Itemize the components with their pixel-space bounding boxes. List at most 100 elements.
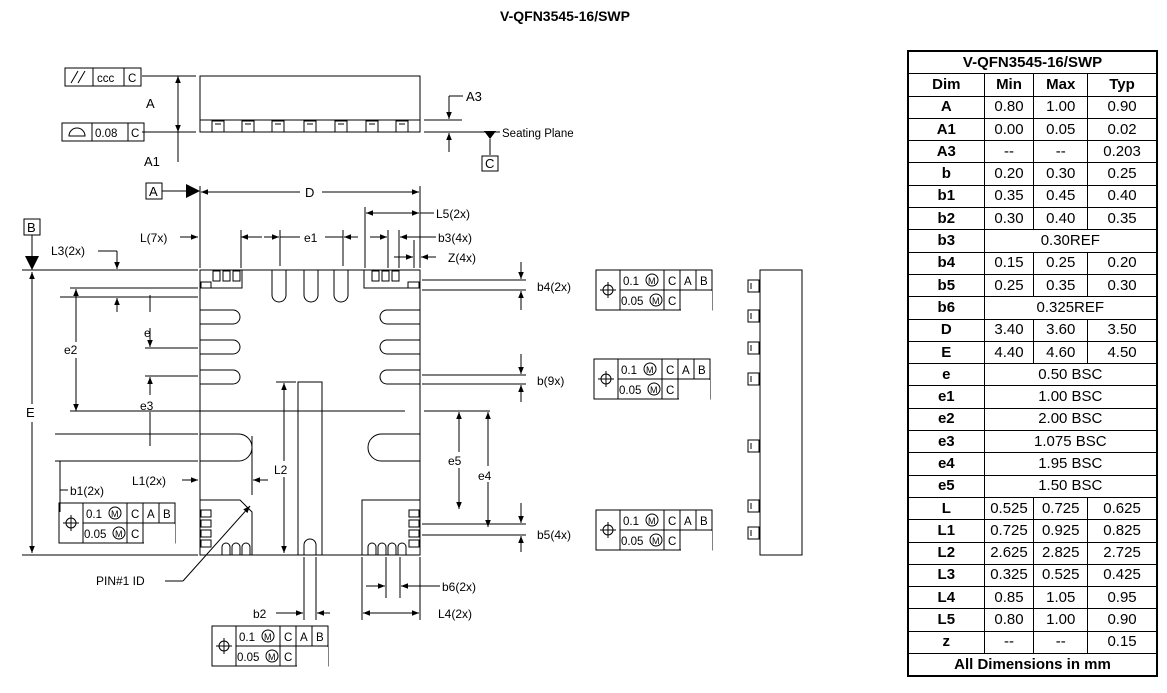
max-cell: 1.00 xyxy=(1033,608,1089,632)
typ-cell: 0.90 xyxy=(1087,608,1158,632)
fcf-parallel-tolerance: ccc xyxy=(97,73,115,85)
dim-cell: L2 xyxy=(907,541,985,565)
side-view: A A1 A3 Seating Plane C ccc C xyxy=(61,67,574,172)
fcf-datum: B xyxy=(163,509,171,521)
dim-cell: b4 xyxy=(907,251,985,275)
fcf-datum: A xyxy=(684,276,692,288)
typ-cell: 0.203 xyxy=(1087,140,1158,164)
span-value-cell: 1.50 BSC xyxy=(983,474,1158,498)
max-cell: 0.725 xyxy=(1033,496,1089,521)
dim-cell: b2 xyxy=(907,207,985,231)
terminal-pad xyxy=(397,542,407,555)
corner-pad xyxy=(363,269,421,289)
label-b5: b5(4x) xyxy=(537,528,571,542)
fcf-tolerance-2: 0.05 xyxy=(619,385,641,397)
fcf-tolerance-1: 0.1 xyxy=(239,632,255,644)
label-b3: b3(4x) xyxy=(438,231,472,245)
label-b6: b6(2x) xyxy=(442,580,476,594)
label-L1: L1(2x) xyxy=(132,474,166,488)
terminal-pad xyxy=(200,309,241,325)
dim-cell: A1 xyxy=(907,117,985,142)
end-lead xyxy=(747,439,760,453)
fcf-datum: B xyxy=(698,365,706,377)
max-cell: 0.525 xyxy=(1033,563,1089,588)
label-b9: b(9x) xyxy=(537,374,564,388)
dim-cell: L4 xyxy=(907,586,985,610)
end-view xyxy=(747,269,803,556)
datum-c-label: C xyxy=(485,156,494,171)
min-cell: 0.325 xyxy=(983,563,1035,588)
end-lead xyxy=(747,526,760,540)
span-value-cell: 1.95 BSC xyxy=(983,452,1158,476)
fcf-tolerance-1: 0.1 xyxy=(623,276,639,288)
fcf-profile-datum: C xyxy=(131,128,139,140)
label-e1: e1 xyxy=(304,231,318,245)
label-L2: L2 xyxy=(274,463,288,477)
table-title: V-QFN3545-16/SWP xyxy=(907,50,1158,75)
min-cell: 0.20 xyxy=(983,162,1035,186)
fcf-datum: A xyxy=(300,632,308,644)
label-L3: L3(2x) xyxy=(51,244,85,258)
table-header-min: Min xyxy=(983,73,1035,97)
side-lead xyxy=(303,120,317,133)
terminal-pad xyxy=(200,369,241,385)
terminal-pad xyxy=(200,433,253,462)
typ-cell: 0.25 xyxy=(1087,162,1158,186)
max-cell: 0.35 xyxy=(1033,273,1089,298)
end-lead xyxy=(747,309,760,323)
package-outline-drawing: A A1 A3 Seating Plane C ccc C xyxy=(22,67,803,667)
max-cell: 0.30 xyxy=(1033,162,1089,186)
dim-cell: e3 xyxy=(907,430,985,454)
fcf-datum: B xyxy=(700,276,708,288)
dim-cell: b1 xyxy=(907,184,985,209)
terminal-pad xyxy=(379,369,420,385)
fcf-parallel-datum: C xyxy=(128,73,136,85)
corner-pad xyxy=(361,499,420,555)
typ-cell: 0.40 xyxy=(1087,184,1158,209)
min-cell: 2.625 xyxy=(983,541,1035,565)
label-E: E xyxy=(26,405,35,420)
end-lead xyxy=(747,499,760,513)
fcf-tolerance-2: 0.05 xyxy=(621,296,643,308)
terminal-pad xyxy=(303,270,319,303)
max-cell: 0.925 xyxy=(1033,519,1089,543)
typ-cell: 0.425 xyxy=(1087,563,1158,588)
dim-cell: A xyxy=(907,95,985,119)
typ-cell: 0.30 xyxy=(1087,273,1158,298)
label-L5: L5(2x) xyxy=(436,207,470,221)
typ-cell: 0.35 xyxy=(1087,207,1158,231)
fcf-datum: C xyxy=(666,385,674,397)
dim-cell: z xyxy=(907,630,985,655)
span-value-cell: 1.075 BSC xyxy=(983,430,1158,454)
side-lead xyxy=(365,120,379,133)
label-L7: L(7x) xyxy=(140,231,167,245)
max-cell: 0.25 xyxy=(1033,251,1089,275)
dim-cell: L xyxy=(907,496,985,521)
span-value-cell: 0.50 BSC xyxy=(983,363,1158,387)
terminal-pad xyxy=(379,339,420,355)
table-footer: All Dimensions in mm xyxy=(907,653,1158,677)
datum-b-label: B xyxy=(27,220,36,235)
fcf-datum: A xyxy=(147,509,155,521)
terminal-pad xyxy=(231,542,241,555)
fcf-datum: C xyxy=(668,536,676,548)
dim-cell: e xyxy=(907,363,985,387)
svg-text:M: M xyxy=(268,652,276,662)
terminal-pad xyxy=(377,542,387,555)
fcf-datum: C xyxy=(131,529,139,541)
